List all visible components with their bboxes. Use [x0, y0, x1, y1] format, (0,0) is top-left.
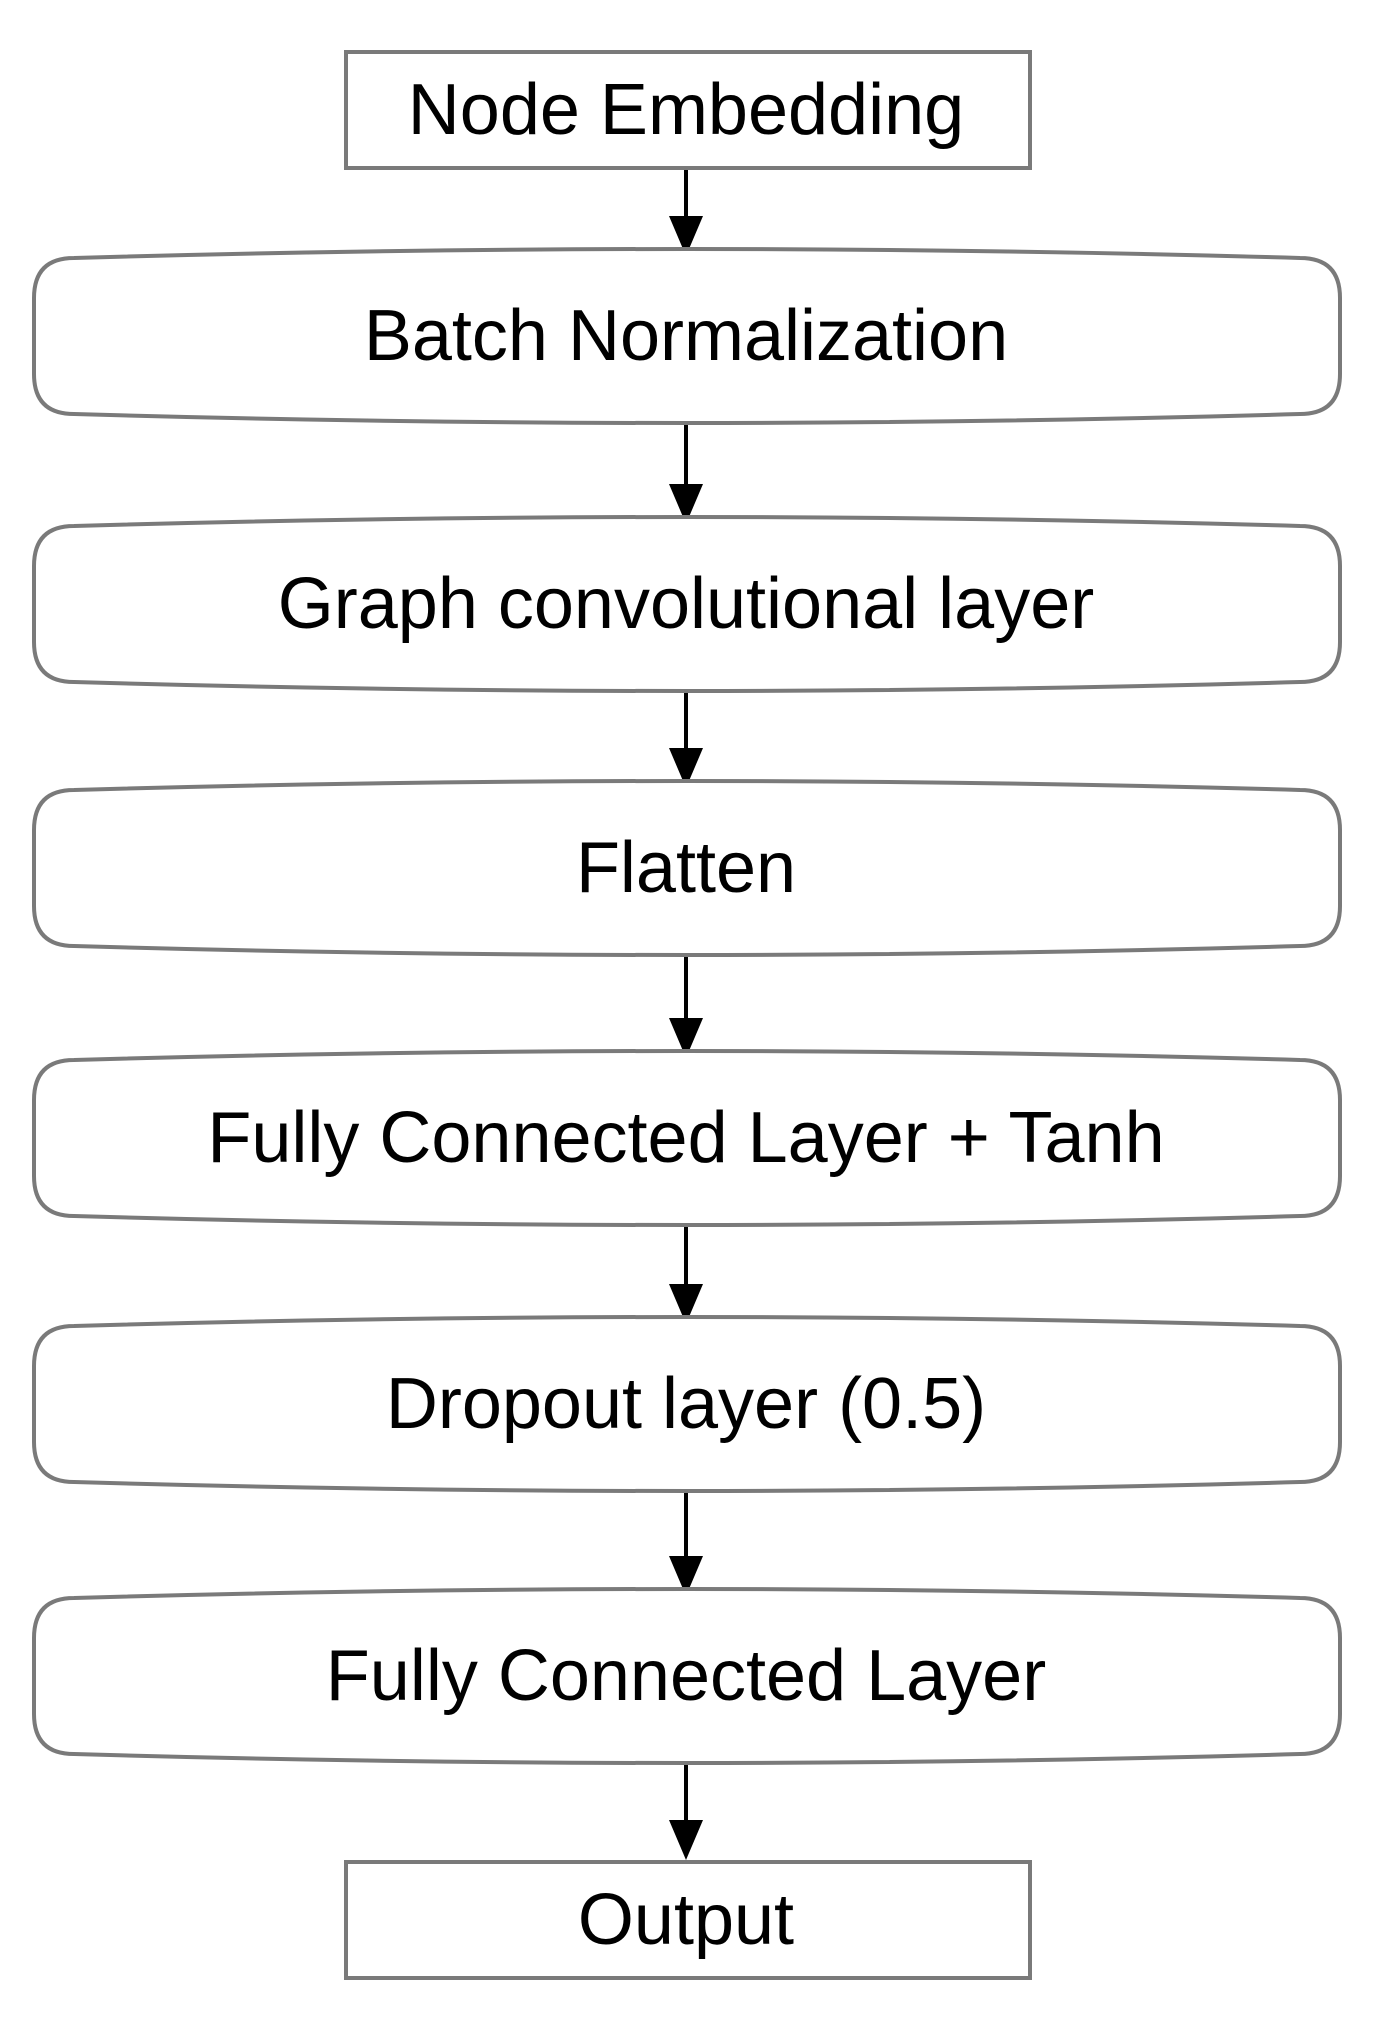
arrow-n5-n6 [669, 1484, 703, 1596]
node-box [344, 1860, 1032, 1980]
node-label: Batch Normalization [364, 296, 1008, 376]
arrow-n2-n3 [669, 684, 703, 788]
node-label: Fully Connected Layer + Tanh [207, 1098, 1164, 1178]
node-n7: Output [344, 1860, 1032, 1980]
node-label: Graph convolutional layer [278, 564, 1094, 644]
arrow-n3-n4 [669, 948, 703, 1058]
arrow-n4-n5 [669, 1218, 703, 1324]
node-rounded-box [32, 1315, 1342, 1493]
arrow-head [669, 748, 703, 788]
node-rounded-box [32, 247, 1342, 425]
node-rounded-box [32, 779, 1342, 957]
node-label: Output [578, 1880, 794, 1960]
node-label: Fully Connected Layer [326, 1636, 1046, 1716]
arrow-head [669, 1018, 703, 1058]
node-label: Dropout layer (0.5) [386, 1364, 986, 1444]
arrow-n6-n7 [669, 1756, 703, 1860]
node-n6: Fully Connected Layer [32, 1587, 1342, 1765]
edges-layer [669, 170, 703, 1860]
node-rounded-box [32, 515, 1342, 693]
arrow-head [669, 1820, 703, 1860]
node-n0: Node Embedding [344, 50, 1032, 170]
node-n4: Fully Connected Layer + Tanh [32, 1049, 1342, 1227]
arrow-head [669, 216, 703, 256]
arrow-n1-n2 [669, 416, 703, 524]
node-n3: Flatten [32, 779, 1342, 957]
node-rounded-box [32, 1587, 1342, 1765]
node-n5: Dropout layer (0.5) [32, 1315, 1342, 1493]
node-n1: Batch Normalization [32, 247, 1342, 425]
arrow-head [669, 1556, 703, 1596]
node-label: Flatten [576, 828, 796, 908]
node-n2: Graph convolutional layer [32, 515, 1342, 693]
node-label: Node Embedding [408, 70, 964, 150]
arrow-head [669, 1284, 703, 1324]
arrow-n0-n1 [669, 170, 703, 256]
node-box [344, 50, 1032, 170]
node-rounded-box [32, 1049, 1342, 1227]
arrow-head [669, 484, 703, 524]
